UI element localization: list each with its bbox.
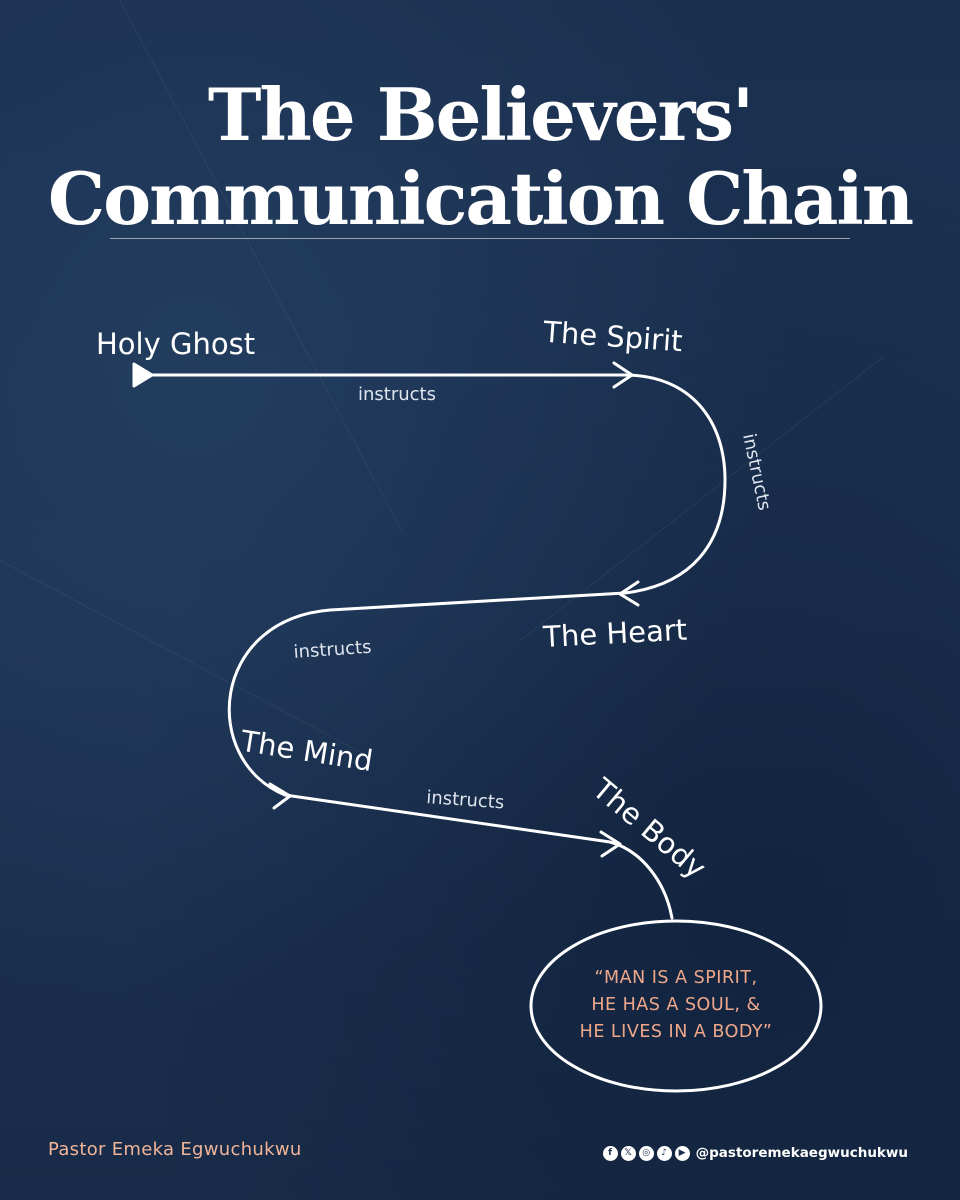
social-bar: f 𝕏 ◎ ♪ ▶ @pastoremekaegwuchukwu: [602, 1143, 908, 1163]
arrowhead-to-body: [599, 830, 622, 858]
node-the-mind: The Mind: [237, 724, 375, 779]
facebook-icon[interactable]: f: [602, 1145, 618, 1161]
tiktok-icon[interactable]: ♪: [656, 1145, 672, 1161]
edge-label-heart-mind: instructs: [293, 637, 372, 663]
title-line-2: Communication Chain: [47, 156, 914, 241]
title-line-1: The Believers': [207, 72, 754, 157]
arrowhead-to-spirit: [612, 361, 634, 389]
title-underline: [110, 238, 850, 239]
node-holy-ghost: Holy Ghost: [96, 327, 255, 361]
node-the-spirit: The Spirit: [541, 315, 683, 359]
arrowhead-to-heart: [618, 580, 640, 607]
instagram-icon[interactable]: ◎: [638, 1145, 654, 1161]
chain-path: [134, 373, 727, 920]
quote-line-2: HE HAS A SOUL, &: [591, 995, 760, 1015]
quote-ellipse: [529, 919, 823, 1093]
edge-label-mind-body: instructs: [426, 787, 505, 813]
node-the-heart: The Heart: [541, 613, 687, 655]
quote-line-3: HE LIVES IN A BODY”: [580, 1022, 773, 1042]
arrowhead-to-mind: [268, 782, 292, 810]
edge-label-spirit-heart: instructs: [738, 432, 775, 513]
quote-line-1: “MAN IS A SPIRIT,: [594, 968, 757, 988]
start-marker: [132, 362, 154, 388]
youtube-icon[interactable]: ▶: [674, 1145, 690, 1161]
author-name: Pastor Emeka Egwuchukwu: [48, 1139, 302, 1160]
x-icon[interactable]: 𝕏: [620, 1145, 636, 1161]
edge-label-holy-ghost-spirit: instructs: [358, 384, 436, 405]
social-handle[interactable]: @pastoremekaegwuchukwu: [695, 1145, 908, 1161]
